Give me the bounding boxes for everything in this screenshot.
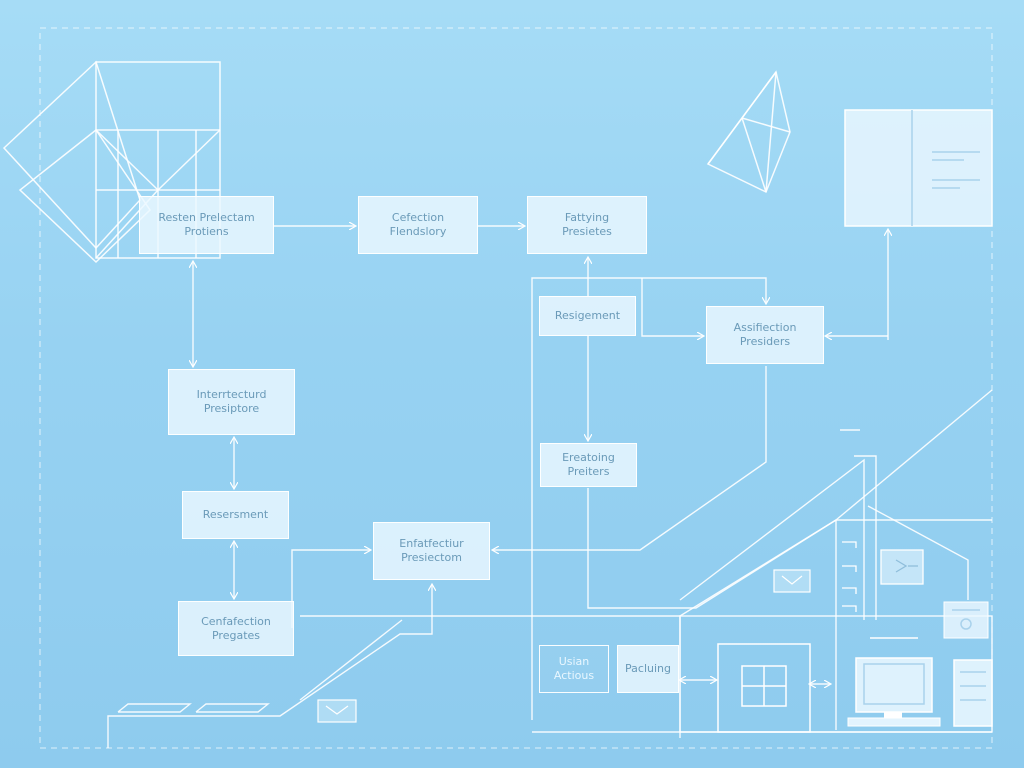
node-label-line1: Interrtecturd bbox=[196, 388, 267, 401]
window-icon bbox=[717, 643, 811, 733]
node-label-line2: Presiptore bbox=[203, 402, 260, 415]
node-label-line1: Resten Prelectam bbox=[158, 211, 255, 224]
node-label-line2: Preiters bbox=[567, 465, 610, 478]
node-label-line1: Cenfafection bbox=[201, 614, 271, 628]
node-label-line2: Presietes bbox=[562, 225, 612, 238]
terminal-icon bbox=[880, 549, 924, 585]
pyramid-sketch bbox=[706, 70, 791, 194]
node-resersment[interactable]: Resersment bbox=[182, 491, 289, 539]
node-assifiection[interactable]: Assifiection Presiders bbox=[706, 306, 824, 364]
node-label-line2: Flendslory bbox=[389, 225, 447, 238]
node-label-line2: Protiens bbox=[184, 225, 229, 238]
node-label-line1: Fattying bbox=[564, 211, 610, 224]
node-label-line2: Presiders bbox=[739, 335, 791, 348]
node-resten-prelectam[interactable]: Resten Prelectam Protiens bbox=[139, 196, 274, 254]
mail-icon bbox=[317, 699, 357, 723]
node-label-line1: Pacluing bbox=[625, 662, 671, 675]
node-label-line2: Presiectom bbox=[401, 551, 462, 564]
node-label-line1: Resersment bbox=[202, 508, 269, 521]
document-panel bbox=[844, 109, 993, 227]
lightbulb-icon bbox=[943, 601, 989, 639]
rack-ticks bbox=[842, 541, 857, 612]
node-cenfafection[interactable]: Cenfafection Pregates bbox=[178, 601, 294, 656]
node-pacluing[interactable]: Pacluing bbox=[617, 645, 679, 693]
node-label-line2: Actious bbox=[553, 669, 595, 682]
computer-icon bbox=[847, 637, 993, 727]
node-label-line1: Resigement bbox=[554, 309, 621, 322]
node-label-line1: Cefection bbox=[391, 211, 445, 224]
node-interrtecturd[interactable]: Interrtecturd Presiptore bbox=[168, 369, 295, 435]
node-label-line1: Enfatfectiur bbox=[399, 537, 464, 550]
node-cefection[interactable]: Cefection Flendslory bbox=[358, 196, 478, 254]
node-ereatoing[interactable]: Ereatoing Preiters bbox=[540, 443, 637, 487]
node-label-line1: Usian bbox=[558, 655, 590, 668]
node-fattying[interactable]: Fattying Presietes bbox=[527, 196, 647, 254]
node-label-line2: Pregates bbox=[211, 628, 261, 642]
node-usian[interactable]: Usian Actious bbox=[539, 645, 609, 693]
node-resigement[interactable]: Resigement bbox=[539, 296, 636, 336]
mail-icon-2 bbox=[773, 569, 811, 593]
dashed-frame bbox=[39, 27, 993, 749]
node-label-line1: Ereatoing bbox=[562, 451, 615, 464]
node-enfatfectiur[interactable]: Enfatfectiur Presiectom bbox=[373, 522, 490, 580]
node-label-line1: Assifiection bbox=[733, 321, 797, 334]
